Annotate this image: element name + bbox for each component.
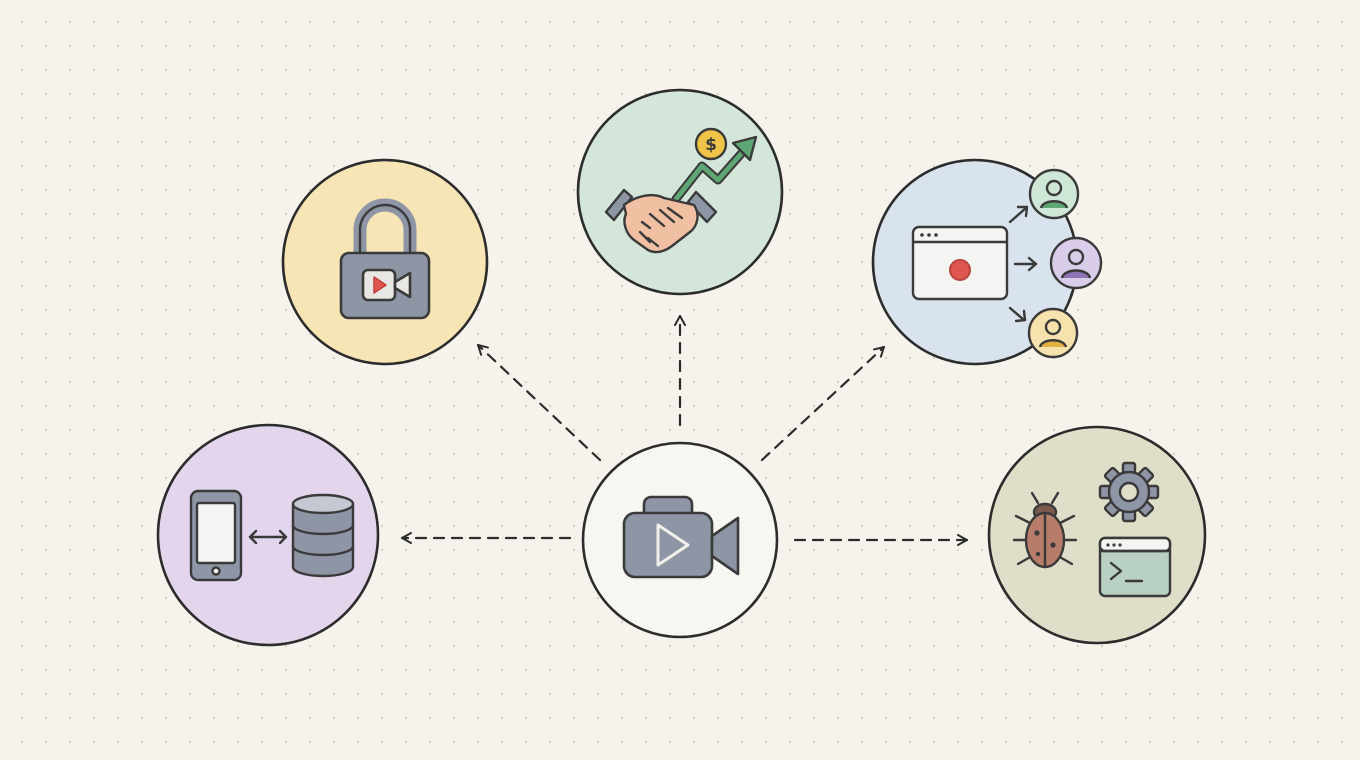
bug-gear-terminal-icon	[1012, 461, 1172, 598]
connectors	[400, 314, 969, 546]
svg-text:$: $	[705, 135, 717, 155]
terminal-icon	[1098, 536, 1172, 598]
user-avatar-purple-icon	[1049, 236, 1103, 290]
user-avatar-yellow-icon	[1027, 307, 1079, 359]
phone-database-sync-icon	[189, 489, 355, 582]
screen-record-share-icon	[911, 205, 1038, 323]
handshake-growth-icon: $	[604, 127, 758, 254]
lock-video-icon	[339, 198, 431, 320]
node-sync-circle	[156, 423, 380, 647]
arrow-to-lock	[476, 343, 602, 462]
node-debug-circle	[987, 425, 1207, 645]
user-avatar-green-icon	[1028, 168, 1080, 220]
gear-icon	[1098, 461, 1160, 523]
bug-icon	[1012, 491, 1078, 569]
arrow-to-share	[760, 345, 886, 462]
video-camera-icon	[622, 495, 740, 579]
